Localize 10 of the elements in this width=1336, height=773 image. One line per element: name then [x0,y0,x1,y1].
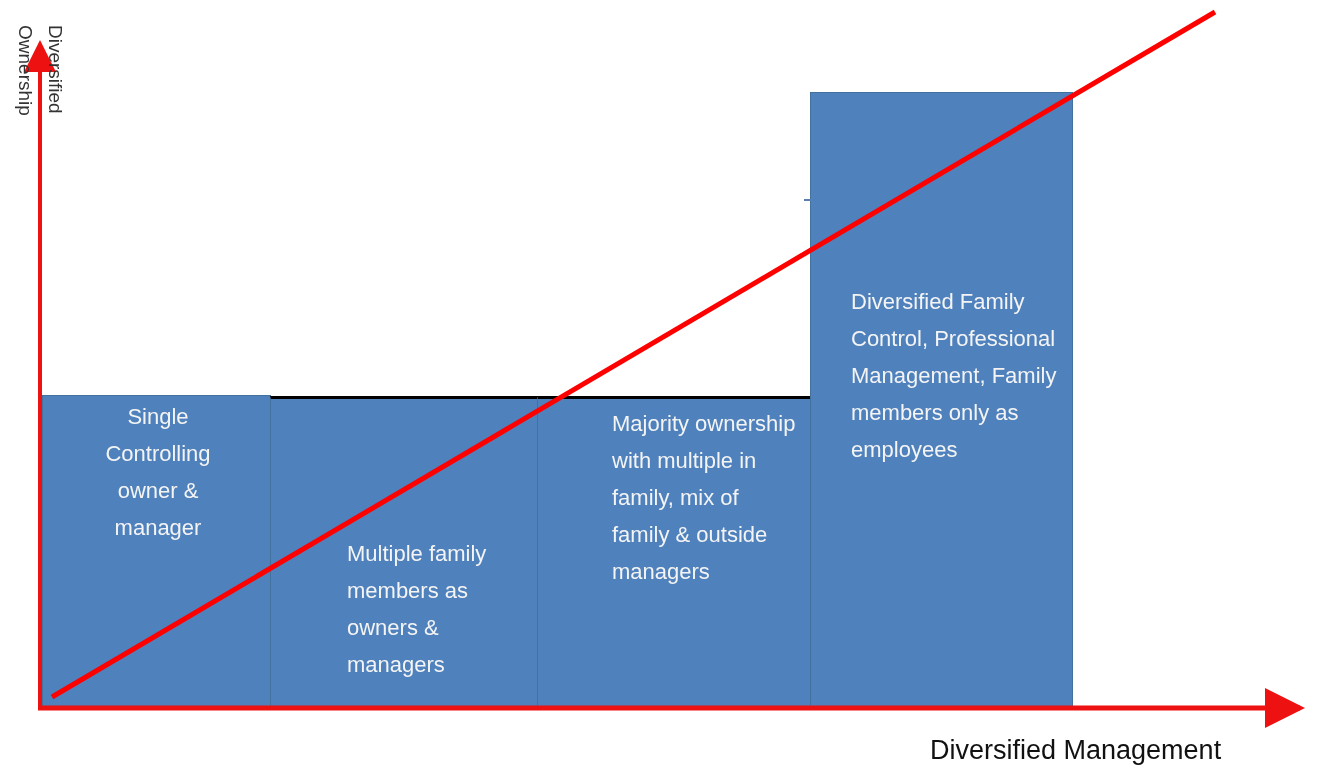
stage-box [810,92,1073,707]
stage-box [270,396,538,707]
stage-box [42,395,271,707]
axis-title: Diversified Ownership [14,25,67,118]
stage-text: Multiple family members as owners & managers [347,540,488,679]
stage-text: Single Controlling owner & manager [104,403,212,542]
stage-text: Diversified Family Control, Professional Management, Family members only as employees [851,288,1058,464]
stage-box [537,396,811,707]
stage-text: Majority ownership with multiple in family, mix of family & outside managers [612,410,797,586]
axis-title: Diversified Management [930,735,1222,766]
